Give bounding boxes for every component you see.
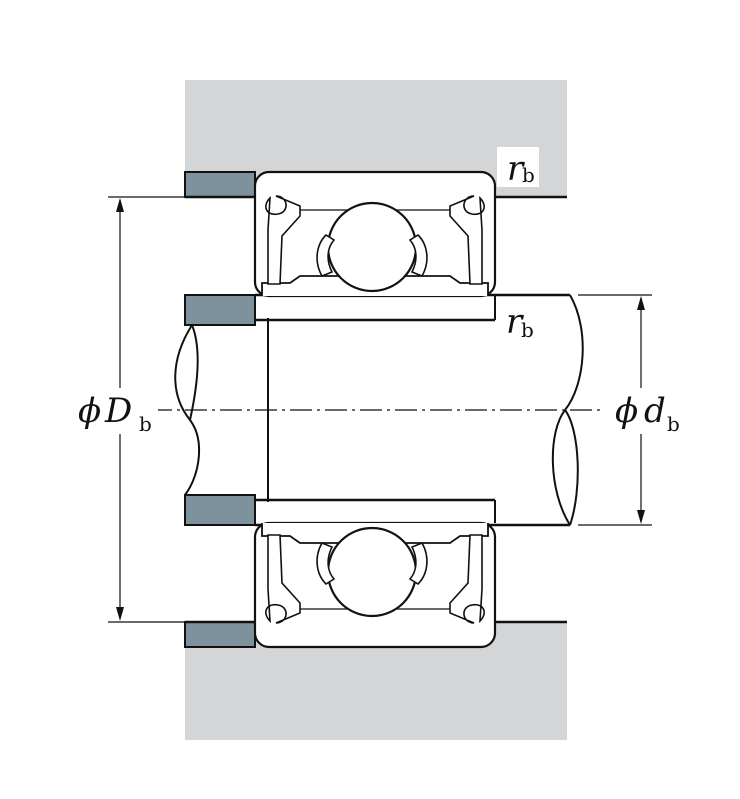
shaft-right-break-inner <box>564 409 579 526</box>
shaft-shoulder-top <box>184 294 256 326</box>
Db-sub: b <box>139 412 152 436</box>
cage-right-upper <box>408 233 428 278</box>
cage-right-lower <box>408 541 428 586</box>
Db-label-bg <box>74 388 158 434</box>
seal-right-lower <box>449 534 485 624</box>
inner-ring-side-upper <box>254 296 496 320</box>
housing-shoulder-top <box>184 171 256 198</box>
cage-left-upper <box>316 233 336 278</box>
Db-arrow-bottom <box>116 607 124 621</box>
housing-shoulder-bottom <box>184 621 256 648</box>
rb-top-sub: b <box>522 163 535 187</box>
inner-ring-side-lower <box>254 500 496 523</box>
seal-right-upper <box>449 195 485 285</box>
cage-left-lower <box>316 541 336 586</box>
Db-main: D <box>104 391 132 431</box>
Db-arrow-top <box>116 198 124 212</box>
db-phi: ϕ <box>615 391 638 431</box>
label-rb-top: r b <box>507 149 535 189</box>
bearing-upper-half <box>253 170 497 322</box>
rb-top-label-bg <box>497 147 539 187</box>
seal-left-upper <box>265 195 301 285</box>
shaft-left-break-inner <box>189 324 199 421</box>
label-db: ϕ d b <box>615 391 680 436</box>
bearing-lower-half <box>253 498 497 649</box>
rb-top-main: r <box>507 149 525 189</box>
ball-lower <box>326 526 418 618</box>
rb-mid-main: r <box>506 302 524 342</box>
db-arrow-top <box>637 296 645 310</box>
db-arrow-bottom <box>637 510 645 524</box>
db-label-bg <box>612 388 690 434</box>
shaft-shoulder-bottom <box>184 494 256 526</box>
dimension-Db <box>74 196 185 623</box>
label-rb-mid: r b <box>506 302 534 342</box>
seal-left-lower <box>265 534 301 624</box>
dimension-db <box>578 294 690 526</box>
label-Db: ϕ D b <box>78 391 152 436</box>
Db-phi: ϕ <box>78 391 101 431</box>
db-sub: b <box>667 412 680 436</box>
ball-upper <box>326 201 418 293</box>
rb-mid-sub: b <box>521 318 534 342</box>
db-main: d <box>644 391 666 431</box>
